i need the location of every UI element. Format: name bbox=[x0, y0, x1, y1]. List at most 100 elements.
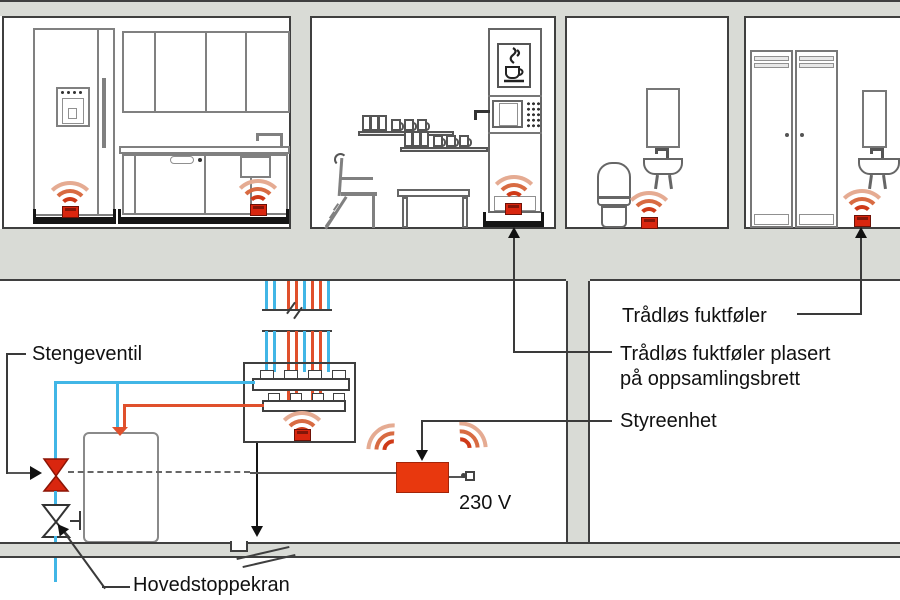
drain-arrowhead-icon bbox=[251, 526, 263, 537]
cold-pipe-heater-feed bbox=[116, 384, 119, 428]
cabinet-divider bbox=[205, 31, 207, 113]
moisture-sensor-waves-icon bbox=[617, 188, 681, 220]
cabinet-vent bbox=[754, 56, 789, 61]
riser-pipe-hot bbox=[311, 281, 314, 310]
manifold-stub bbox=[290, 393, 302, 402]
cup bbox=[391, 119, 404, 131]
control-unit bbox=[396, 462, 449, 493]
cold-pipe-horizontal bbox=[54, 381, 255, 384]
manifold-stub bbox=[308, 370, 322, 380]
tray-end bbox=[118, 209, 121, 224]
cold-water-manifold bbox=[252, 378, 350, 391]
cabinet-divider bbox=[154, 31, 156, 113]
shelf-lower bbox=[400, 147, 488, 152]
fuktfoler-brett-label-2: på oppsamlingsbrett bbox=[620, 368, 801, 390]
hot-pipe-horizontal bbox=[123, 404, 264, 407]
manifold-stub bbox=[284, 370, 298, 380]
dispenser-bay-inner bbox=[499, 103, 518, 126]
moisture-sensor-coffee bbox=[505, 203, 522, 215]
cup bbox=[446, 135, 459, 147]
basin bbox=[643, 158, 683, 175]
basement-ceiling-right bbox=[590, 279, 900, 281]
basin-faucet-tip bbox=[870, 148, 873, 154]
tall-cabinet bbox=[750, 50, 793, 228]
riser-pipe-hot bbox=[295, 281, 298, 310]
tray-end bbox=[541, 212, 544, 227]
moisture-sensor-waves-icon bbox=[482, 172, 546, 204]
cold-main-inlet bbox=[54, 536, 57, 582]
styreenhet-arrowhead-icon bbox=[416, 450, 428, 461]
table-leg bbox=[462, 197, 468, 228]
manifold-stub bbox=[268, 393, 280, 402]
tray-end bbox=[483, 212, 486, 227]
machine-spout-tip bbox=[474, 110, 477, 120]
fuktfoler-leader-h bbox=[797, 313, 862, 315]
riser-pipe-hot bbox=[295, 331, 298, 400]
basement-floor-slab bbox=[0, 542, 900, 558]
chair-front-leg bbox=[372, 196, 375, 228]
stengeventil-leader-v bbox=[6, 353, 8, 474]
moisture-sensor-waves-icon bbox=[830, 186, 894, 218]
machine-divider bbox=[488, 95, 542, 97]
signal-line-dashed bbox=[68, 471, 250, 473]
hovedstoppekran-leader-h bbox=[102, 586, 130, 588]
tray-end bbox=[113, 209, 116, 224]
kitchen-faucet-tip bbox=[256, 133, 259, 141]
manifold-stub bbox=[333, 393, 345, 402]
stengeventil-label: Stengeventil bbox=[32, 343, 143, 365]
fuktfoler-arrowhead-icon bbox=[855, 227, 867, 238]
basin-faucet-stem bbox=[881, 148, 884, 158]
riser-pipe-cold bbox=[273, 331, 276, 372]
riser-pipe-cold bbox=[273, 281, 276, 310]
riser-pipe-cold bbox=[327, 331, 330, 372]
basement-wall bbox=[566, 281, 590, 542]
fuktfoler-label: Trådløs fuktføler bbox=[622, 305, 767, 327]
cup bbox=[433, 135, 446, 147]
cabinet-kick bbox=[754, 214, 789, 225]
riser-pipe-hot bbox=[319, 281, 322, 310]
dispenser-button bbox=[73, 91, 76, 94]
dispenser-button bbox=[67, 91, 70, 94]
floor-break-notch bbox=[230, 541, 248, 552]
hovedstoppekran-label: Hovedstoppekran bbox=[133, 574, 290, 596]
riser-pipe-hot bbox=[319, 331, 322, 400]
chair-back-curl bbox=[334, 153, 347, 166]
styreenhet-leader-h bbox=[422, 420, 612, 422]
riser-pipe-cold bbox=[265, 281, 268, 310]
shutoff-valve-icon bbox=[42, 458, 70, 492]
riser-pipe-hot bbox=[311, 331, 314, 400]
fuktfoler-brett-leader-v bbox=[513, 237, 515, 353]
cabinet-kick bbox=[799, 214, 834, 225]
signal-line-solid-right bbox=[250, 472, 396, 474]
riser-pipe-cold bbox=[303, 281, 306, 310]
heater-connection-icon bbox=[112, 427, 128, 436]
countertop bbox=[119, 146, 290, 154]
kitchen-faucet-spout bbox=[256, 133, 283, 136]
hot-pipe-riser bbox=[123, 404, 126, 428]
signal-arrowhead-icon bbox=[30, 466, 42, 480]
power-cord bbox=[449, 476, 466, 478]
tray-end bbox=[33, 209, 36, 224]
pipe-break-cap bbox=[262, 309, 332, 311]
dishwasher-panel bbox=[170, 156, 194, 164]
moisture-sensor-fridge bbox=[62, 206, 79, 218]
riser-pipe-cold bbox=[303, 331, 306, 372]
basin-faucet-spout bbox=[870, 148, 884, 151]
table-leg bbox=[402, 197, 408, 228]
machine-divider bbox=[488, 132, 542, 134]
voltage-label: 230 V bbox=[459, 492, 512, 514]
styreenhet-leader-v bbox=[421, 420, 423, 450]
ceiling-band bbox=[0, 0, 900, 16]
wall-room3-room4 bbox=[727, 14, 746, 229]
moisture-sensor-waves-icon bbox=[38, 178, 102, 210]
fridge-handle bbox=[102, 78, 106, 148]
fridge-door-divider bbox=[97, 28, 99, 216]
moisture-sensor-laundry bbox=[854, 215, 871, 227]
cup bbox=[420, 131, 429, 147]
dispenser-button bbox=[79, 91, 82, 94]
fuktfoler-brett-label-1: Trådløs fuktføler plasert bbox=[620, 343, 831, 365]
cold-pipe-between-valves bbox=[54, 491, 57, 505]
manifold-stub bbox=[332, 370, 346, 380]
cup bbox=[459, 135, 472, 147]
